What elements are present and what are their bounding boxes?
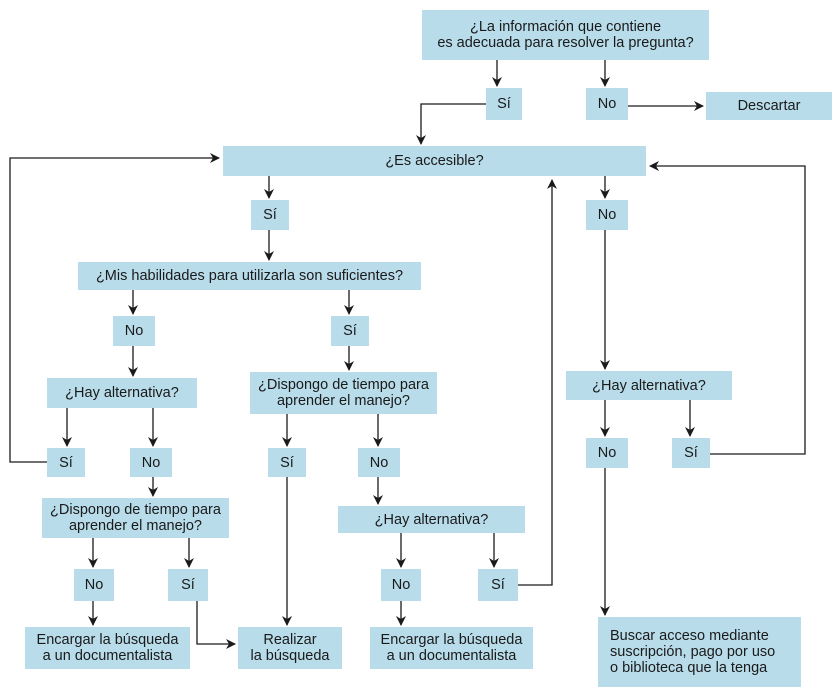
node-yes-accesible: Sí [251, 200, 289, 230]
arrow-si1-to-accesible [416, 103, 486, 145]
node-no-habilidades: No [113, 316, 155, 346]
node-accesible: ¿Es accesible? [223, 146, 646, 176]
node-no-tiempo-2: No [74, 569, 114, 601]
node-descartar: Descartar [706, 92, 832, 120]
node-yes-alternativa-3: Sí [672, 438, 710, 468]
node-yes-alternativa-2: Sí [478, 569, 518, 601]
node-yes-tiempo-1: Sí [268, 448, 306, 477]
node-alternativa-2: ¿Hay alternativa? [338, 506, 525, 533]
node-yes-tiempo-2: Sí [168, 569, 208, 601]
arrow-si8-loop-to-accesible [649, 161, 806, 455]
node-encargar-1: Encargar la búsqueda a un documentalista [25, 627, 190, 669]
node-yes-habilidades: Sí [331, 316, 369, 346]
node-no-alternativa-2: No [381, 569, 421, 601]
node-yes-alternativa-1: Sí [47, 448, 85, 477]
node-no-alternativa-1: No [130, 448, 172, 477]
node-habilidades: ¿Mis habilidades para utilizarla son suf… [78, 262, 421, 290]
node-yes-info: Sí [486, 88, 522, 120]
node-no-accesible: No [586, 200, 628, 230]
node-tiempo-2: ¿Dispongo de tiempo para aprender el man… [42, 498, 229, 538]
node-alternativa-3: ¿Hay alternativa? [566, 371, 732, 400]
node-info-question: ¿La información que contiene es adecuada… [422, 10, 709, 60]
node-realizar: Realizar la búsqueda [238, 627, 342, 669]
node-encargar-2: Encargar la búsqueda a un documentalista [370, 627, 533, 669]
node-buscar-acceso: Buscar acceso mediante suscripción, pago… [598, 617, 801, 687]
node-no-alternativa-3: No [586, 438, 628, 468]
node-tiempo-1: ¿Dispongo de tiempo para aprender el man… [250, 372, 437, 414]
node-no-info: No [586, 88, 628, 120]
arrow-si4-loop-to-accesible [9, 153, 220, 463]
arrow-si7-loop-to-accesible [518, 179, 557, 586]
node-no-tiempo-1: No [358, 448, 400, 477]
node-alternativa-1: ¿Hay alternativa? [47, 378, 197, 408]
arrow-si6-to-realizar [196, 601, 236, 649]
